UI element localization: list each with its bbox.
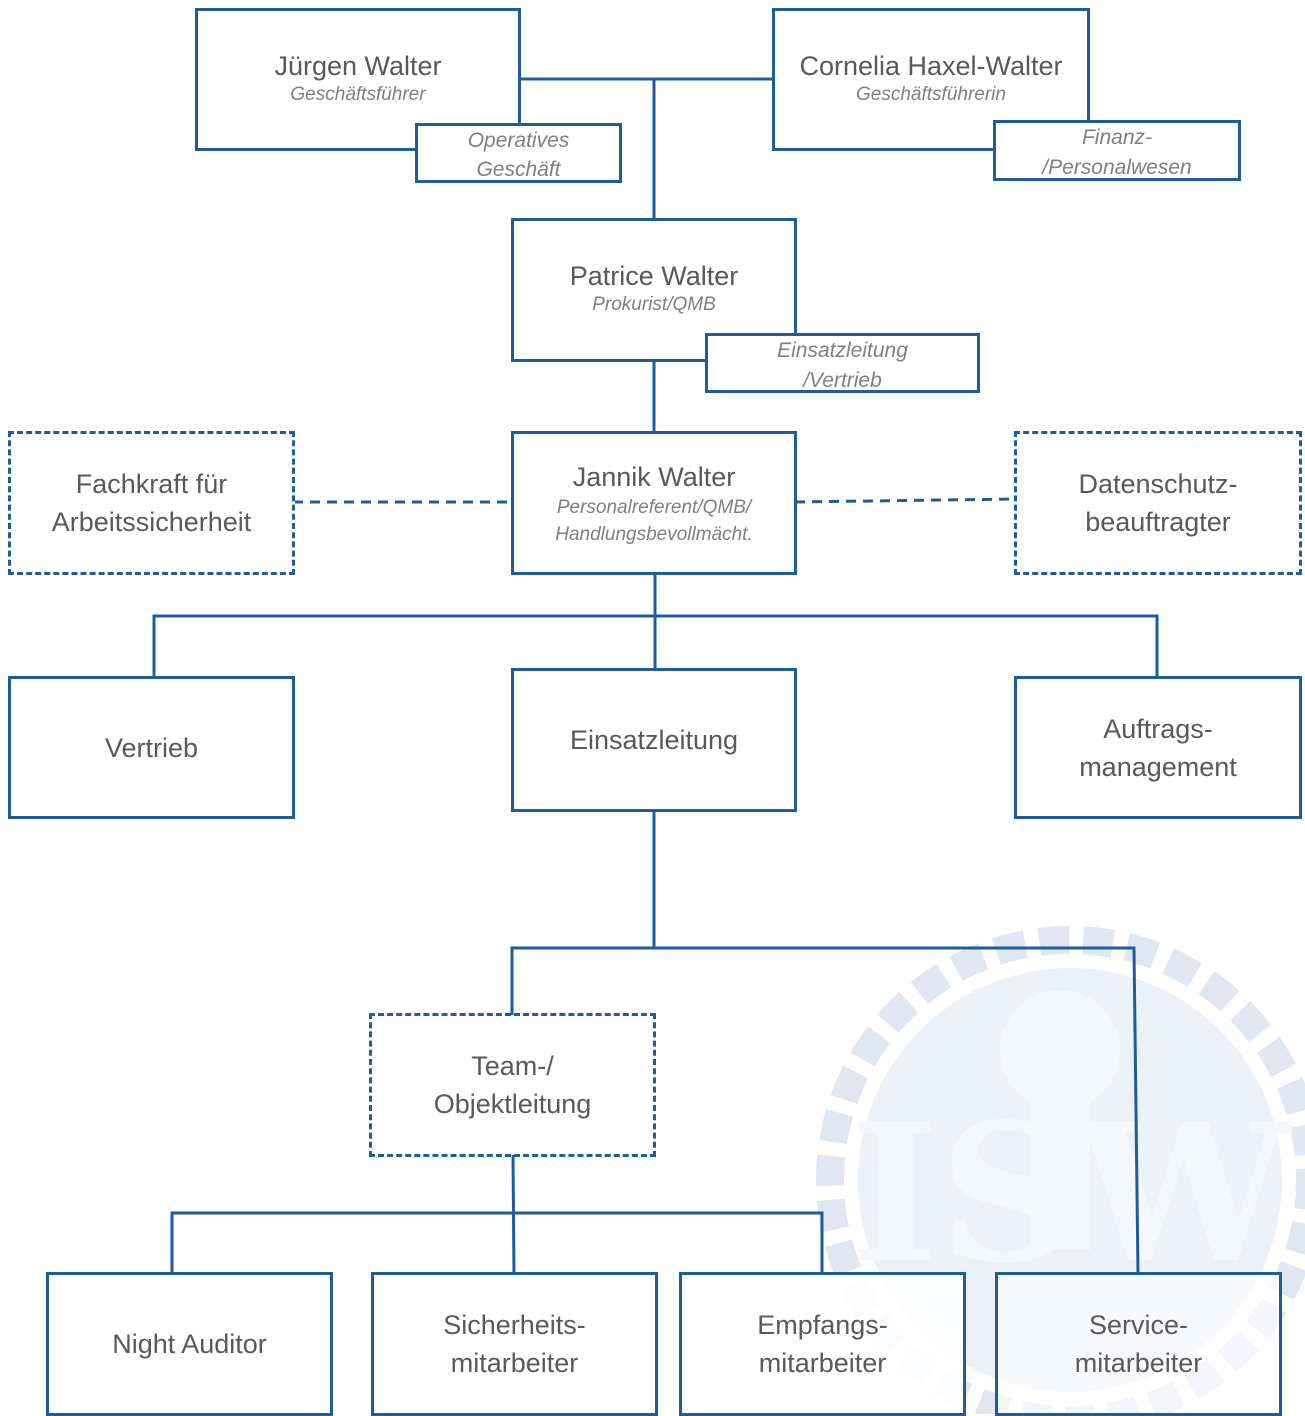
- node-name: Jürgen Walter: [274, 51, 442, 81]
- node-label: Sicherheits-: [443, 1310, 586, 1340]
- node-name: Jannik Walter: [572, 461, 736, 492]
- node-auftragsmanagement: Auftrags- management: [1014, 676, 1302, 819]
- node-label: Empfangs-: [757, 1310, 888, 1340]
- node-role: Handlungsbevollmächt.: [555, 523, 753, 545]
- node-servicemitarbeiter: Service- mitarbeiter: [995, 1272, 1282, 1416]
- node-fachkraft-arbeitssicherheit: Fachkraft für Arbeitssicherheit: [8, 431, 295, 575]
- node-jannik-walter: Jannik Walter Personalreferent/QMB/ Hand…: [511, 431, 797, 575]
- connector-team-service: [510, 946, 1140, 1275]
- node-label: Vertrieb: [104, 732, 199, 763]
- tag-line: Finanz-: [1081, 126, 1153, 149]
- node-label: Arbeitssicherheit: [51, 507, 252, 537]
- node-vertrieb: Vertrieb: [8, 676, 295, 819]
- node-label: Objektleitung: [433, 1089, 592, 1119]
- node-label: mitarbeiter: [1074, 1348, 1203, 1378]
- connectors: [152, 77, 1159, 1275]
- connector-datenschutz: [794, 497, 1017, 504]
- node-role: Personalreferent/QMB/: [556, 496, 752, 518]
- tag-line: Operatives: [467, 129, 570, 152]
- node-datenschutzbeauftragter: Datenschutz- beauftragter: [1014, 431, 1302, 575]
- tag-finanz-personalwesen: Finanz- /Personalwesen: [993, 120, 1241, 181]
- node-role: Geschäftsführer: [290, 84, 426, 105]
- node-label: Service-: [1088, 1310, 1189, 1340]
- node-einsatzleitung: Einsatzleitung: [511, 668, 797, 812]
- tag-line: /Vertrieb: [803, 369, 882, 392]
- node-empfangsmitarbeiter: Empfangs- mitarbeiter: [679, 1272, 966, 1416]
- node-label: Fachkraft für: [75, 469, 228, 499]
- watermark-text: ISW: [850, 1082, 1292, 1305]
- node-label: mitarbeiter: [758, 1348, 887, 1378]
- node-label: management: [1079, 751, 1237, 782]
- connector-departments: [152, 614, 1159, 677]
- node-label: Einsatzleitung: [569, 725, 739, 755]
- node-label: beauftragter: [1085, 507, 1231, 537]
- node-role: Geschäftsführerin: [856, 84, 1006, 105]
- tag-line: Einsatzleitung: [777, 339, 908, 362]
- node-name: Cornelia Haxel-Walter: [799, 51, 1063, 81]
- node-label: Team-/: [471, 1051, 554, 1081]
- node-cornelia-haxel-walter: Cornelia Haxel-Walter Geschäftsführerin: [772, 8, 1090, 151]
- tag-line: Geschäft: [476, 158, 561, 181]
- node-name: Patrice Walter: [569, 261, 739, 291]
- tag-operatives-geschaeft: Operatives Geschäft: [415, 123, 622, 183]
- tag-line: /Personalwesen: [1042, 156, 1192, 179]
- node-sicherheitsmitarbeiter: Sicherheits- mitarbeiter: [371, 1272, 658, 1416]
- node-label: Datenschutz-: [1078, 469, 1238, 499]
- node-label: Night Auditor: [112, 1329, 267, 1359]
- tag-einsatzleitung-vertrieb: Einsatzleitung /Vertrieb: [705, 333, 980, 393]
- connector-staff: [170, 1211, 824, 1274]
- node-label: Auftrags-: [1103, 713, 1213, 744]
- node-team-objektleitung: Team-/ Objektleitung: [369, 1013, 656, 1157]
- node-night-auditor: Night Auditor: [46, 1272, 333, 1416]
- node-label: mitarbeiter: [450, 1348, 579, 1378]
- node-role: Prokurist/QMB: [592, 294, 716, 315]
